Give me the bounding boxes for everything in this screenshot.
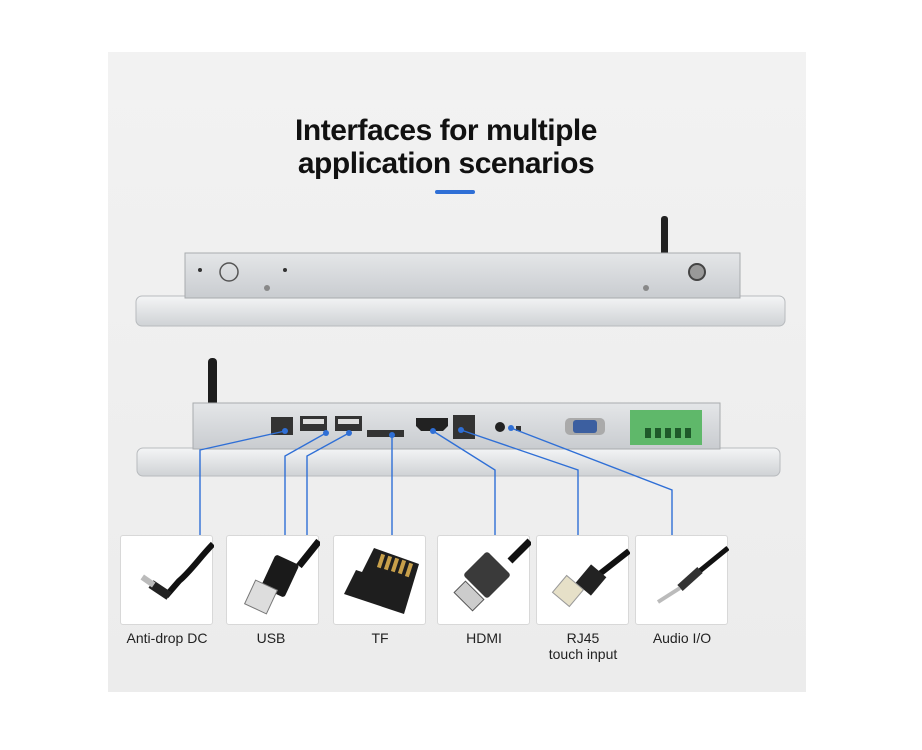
tf-card-icon xyxy=(344,548,419,614)
rj45-plug-icon xyxy=(551,548,630,608)
card-usb xyxy=(226,535,320,625)
page-title: Interfaces for multiple application scen… xyxy=(0,114,892,180)
label-hdmi: HDMI xyxy=(466,630,502,646)
label-dc: Anti-drop DC xyxy=(126,630,208,646)
terminal-block xyxy=(630,410,702,445)
hdmi-port xyxy=(416,418,448,431)
audio-jack-icon xyxy=(656,546,729,604)
card-dc xyxy=(120,535,214,625)
label-audio: Audio I/O xyxy=(652,630,712,646)
tf-slot xyxy=(367,430,404,437)
title-underline xyxy=(435,190,475,194)
card-hdmi xyxy=(437,535,531,625)
label-usb: USB xyxy=(256,630,286,646)
card-tf xyxy=(333,535,426,625)
dc-plug-icon xyxy=(140,541,214,600)
label-rj45-main: RJ45 xyxy=(566,630,600,646)
device-top-view xyxy=(135,216,786,327)
device-port-view xyxy=(136,358,781,477)
label-tf: TF xyxy=(371,630,389,646)
audio-port xyxy=(495,422,505,432)
label-rj45: RJ45 touch input xyxy=(528,630,638,662)
title-line-1: Interfaces for multiple xyxy=(295,114,597,147)
connector-lines xyxy=(199,427,673,535)
card-rj45 xyxy=(536,535,630,625)
title-line-2: application scenarios xyxy=(297,147,595,180)
rj45-port xyxy=(453,415,475,439)
serial-port xyxy=(573,420,597,433)
card-audio xyxy=(635,535,729,625)
usb-plug-icon xyxy=(243,538,320,615)
hdmi-plug-icon xyxy=(453,538,531,612)
antenna-icon xyxy=(661,216,668,260)
label-rj45-sub: touch input xyxy=(548,646,618,662)
